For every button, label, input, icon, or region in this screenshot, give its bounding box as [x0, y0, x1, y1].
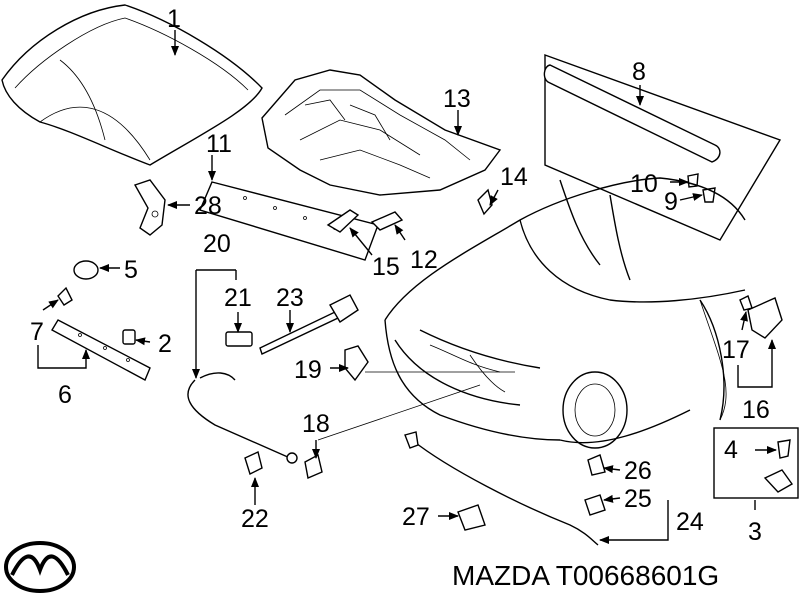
callout-7: 7 [30, 318, 44, 346]
bracket-18-part [304, 453, 323, 479]
panel-part [543, 54, 782, 241]
callout-14: 14 [500, 163, 528, 191]
clip-7-part [57, 286, 73, 306]
callout-20: 20 [203, 230, 231, 258]
clip-14-part [477, 188, 493, 216]
callout-9: 9 [664, 188, 678, 216]
callout-28: 28 [194, 192, 222, 220]
callout-17: 17 [722, 336, 750, 364]
callout-18: 18 [302, 410, 330, 438]
callout-4: 4 [724, 436, 738, 464]
callout-3: 3 [748, 518, 762, 546]
callout-6: 6 [58, 381, 72, 409]
callout-12: 12 [410, 246, 438, 274]
callout-15: 15 [372, 253, 400, 281]
callout-13: 13 [443, 85, 471, 113]
callout-2: 2 [158, 330, 172, 358]
callout-8: 8 [632, 58, 646, 86]
hood-insulator-part [261, 69, 502, 196]
callout-1: 1 [167, 5, 181, 33]
callout-19: 19 [294, 356, 322, 384]
callout-22: 22 [241, 505, 269, 533]
part-number-text: MAZDA T00668601G [452, 560, 719, 591]
car-body [384, 177, 746, 449]
callout-21: 21 [224, 284, 252, 312]
callout-26: 26 [624, 457, 652, 485]
callout-5: 5 [124, 256, 138, 284]
callout-25: 25 [624, 485, 652, 513]
mazda-logo-icon [4, 541, 76, 593]
callout-23: 23 [276, 284, 304, 312]
seal-6-part [51, 319, 151, 381]
lock-assembly-part [739, 295, 783, 339]
bracket-12-part [370, 211, 404, 231]
callout-10: 10 [630, 170, 658, 198]
clip-set-box [713, 427, 799, 499]
bumper-5-part [73, 260, 99, 280]
callout-labels: 1 13 8 11 28 14 10 9 15 12 20 5 21 23 7 … [30, 5, 770, 546]
latch-19-part [344, 345, 369, 382]
lower-cable-part [404, 431, 606, 546]
hinge-part [133, 179, 166, 236]
hood-part [1, 4, 263, 166]
callout-16: 16 [742, 396, 770, 424]
callout-11: 11 [206, 130, 232, 158]
seal-strip-part [199, 181, 379, 261]
callout-27: 27 [402, 503, 430, 531]
prop-rod-part [259, 294, 359, 355]
leader-lines [37, 30, 777, 544]
bracket-15-part [326, 209, 360, 233]
cap-2-part [122, 329, 136, 345]
release-cable-part [187, 331, 298, 475]
callout-24: 24 [676, 508, 704, 536]
